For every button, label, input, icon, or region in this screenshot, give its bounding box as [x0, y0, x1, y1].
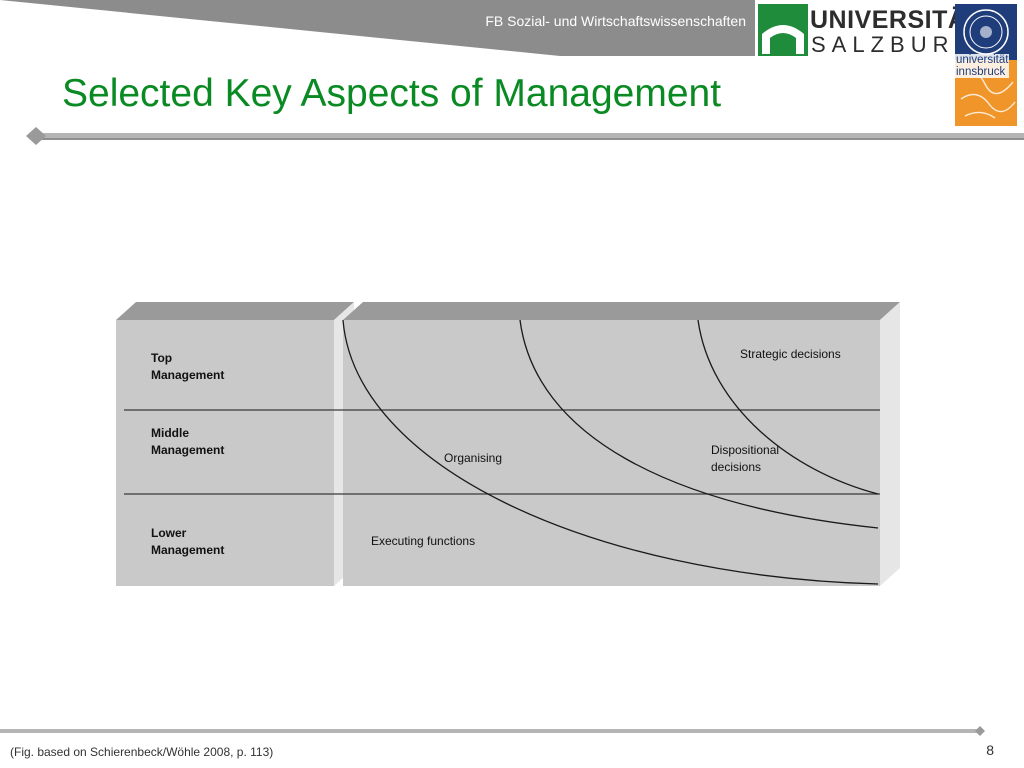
- curve-dispositional-boundary: [697, 319, 879, 495]
- innsbruck-logo-text: universität innsbruck: [955, 54, 1010, 78]
- functions-block-side: [880, 302, 900, 586]
- salzburg-emblem-icon: [758, 4, 808, 56]
- level-top-line2: Management: [151, 368, 225, 382]
- rule-diamond-icon: [26, 127, 46, 145]
- slide-title: Selected Key Aspects of Management: [62, 72, 722, 115]
- levels-block-front: [116, 320, 334, 586]
- salzburg-logo-line1: UNIVERSITÄT: [810, 6, 983, 34]
- function-dispositional-line2: decisions: [711, 460, 762, 474]
- function-executing: Executing functions: [371, 534, 476, 548]
- university-innsbruck-logo: universität innsbruck: [955, 4, 1017, 126]
- level-lower-line2: Management: [151, 543, 225, 557]
- level-top-management: Top Management: [151, 350, 271, 384]
- page-number: 8: [986, 742, 994, 758]
- level-middle-line2: Management: [151, 443, 225, 457]
- innsbruck-logo-line1: universität: [956, 54, 1009, 66]
- diagram-graphic: [116, 302, 900, 586]
- curve-executing-boundary: [342, 319, 879, 585]
- functions-block-front: [343, 320, 880, 586]
- level-lower-management: Lower Management: [151, 525, 271, 559]
- curve-organising-boundary: [519, 319, 879, 529]
- levels-block-top: [116, 302, 354, 320]
- salzburg-logo-line2: SALZBURG: [811, 32, 978, 57]
- footer-rule: [0, 726, 985, 736]
- function-strategic-decisions: Strategic decisions: [740, 347, 841, 361]
- management-diagram: Top Management Middle Management Lower M…: [110, 296, 910, 596]
- university-salzburg-logo: UNIVERSITÄT SALZBURG: [758, 4, 982, 57]
- level-lower-line1: Lower: [151, 526, 187, 540]
- faculty-name: FB Sozial- und Wirtschaftswissenschaften: [485, 13, 746, 29]
- level-middle-management: Middle Management: [151, 425, 271, 459]
- functions-block-top: [343, 302, 900, 320]
- title-rule: [26, 127, 1024, 145]
- function-dispositional-line1: Dispositional: [711, 443, 780, 457]
- header-band: [0, 0, 755, 56]
- level-top-line1: Top: [151, 351, 173, 365]
- header-band-shape: [0, 0, 755, 56]
- level-middle-line1: Middle: [151, 426, 189, 440]
- figure-source-note: (Fig. based on Schierenbeck/Wöhle 2008, …: [10, 745, 274, 759]
- function-dispositional-decisions: Dispositional decisions: [711, 442, 779, 476]
- footer-diamond-icon: [975, 726, 985, 736]
- function-organising: Organising: [444, 451, 503, 465]
- innsbruck-logo-line2: innsbruck: [956, 66, 1006, 78]
